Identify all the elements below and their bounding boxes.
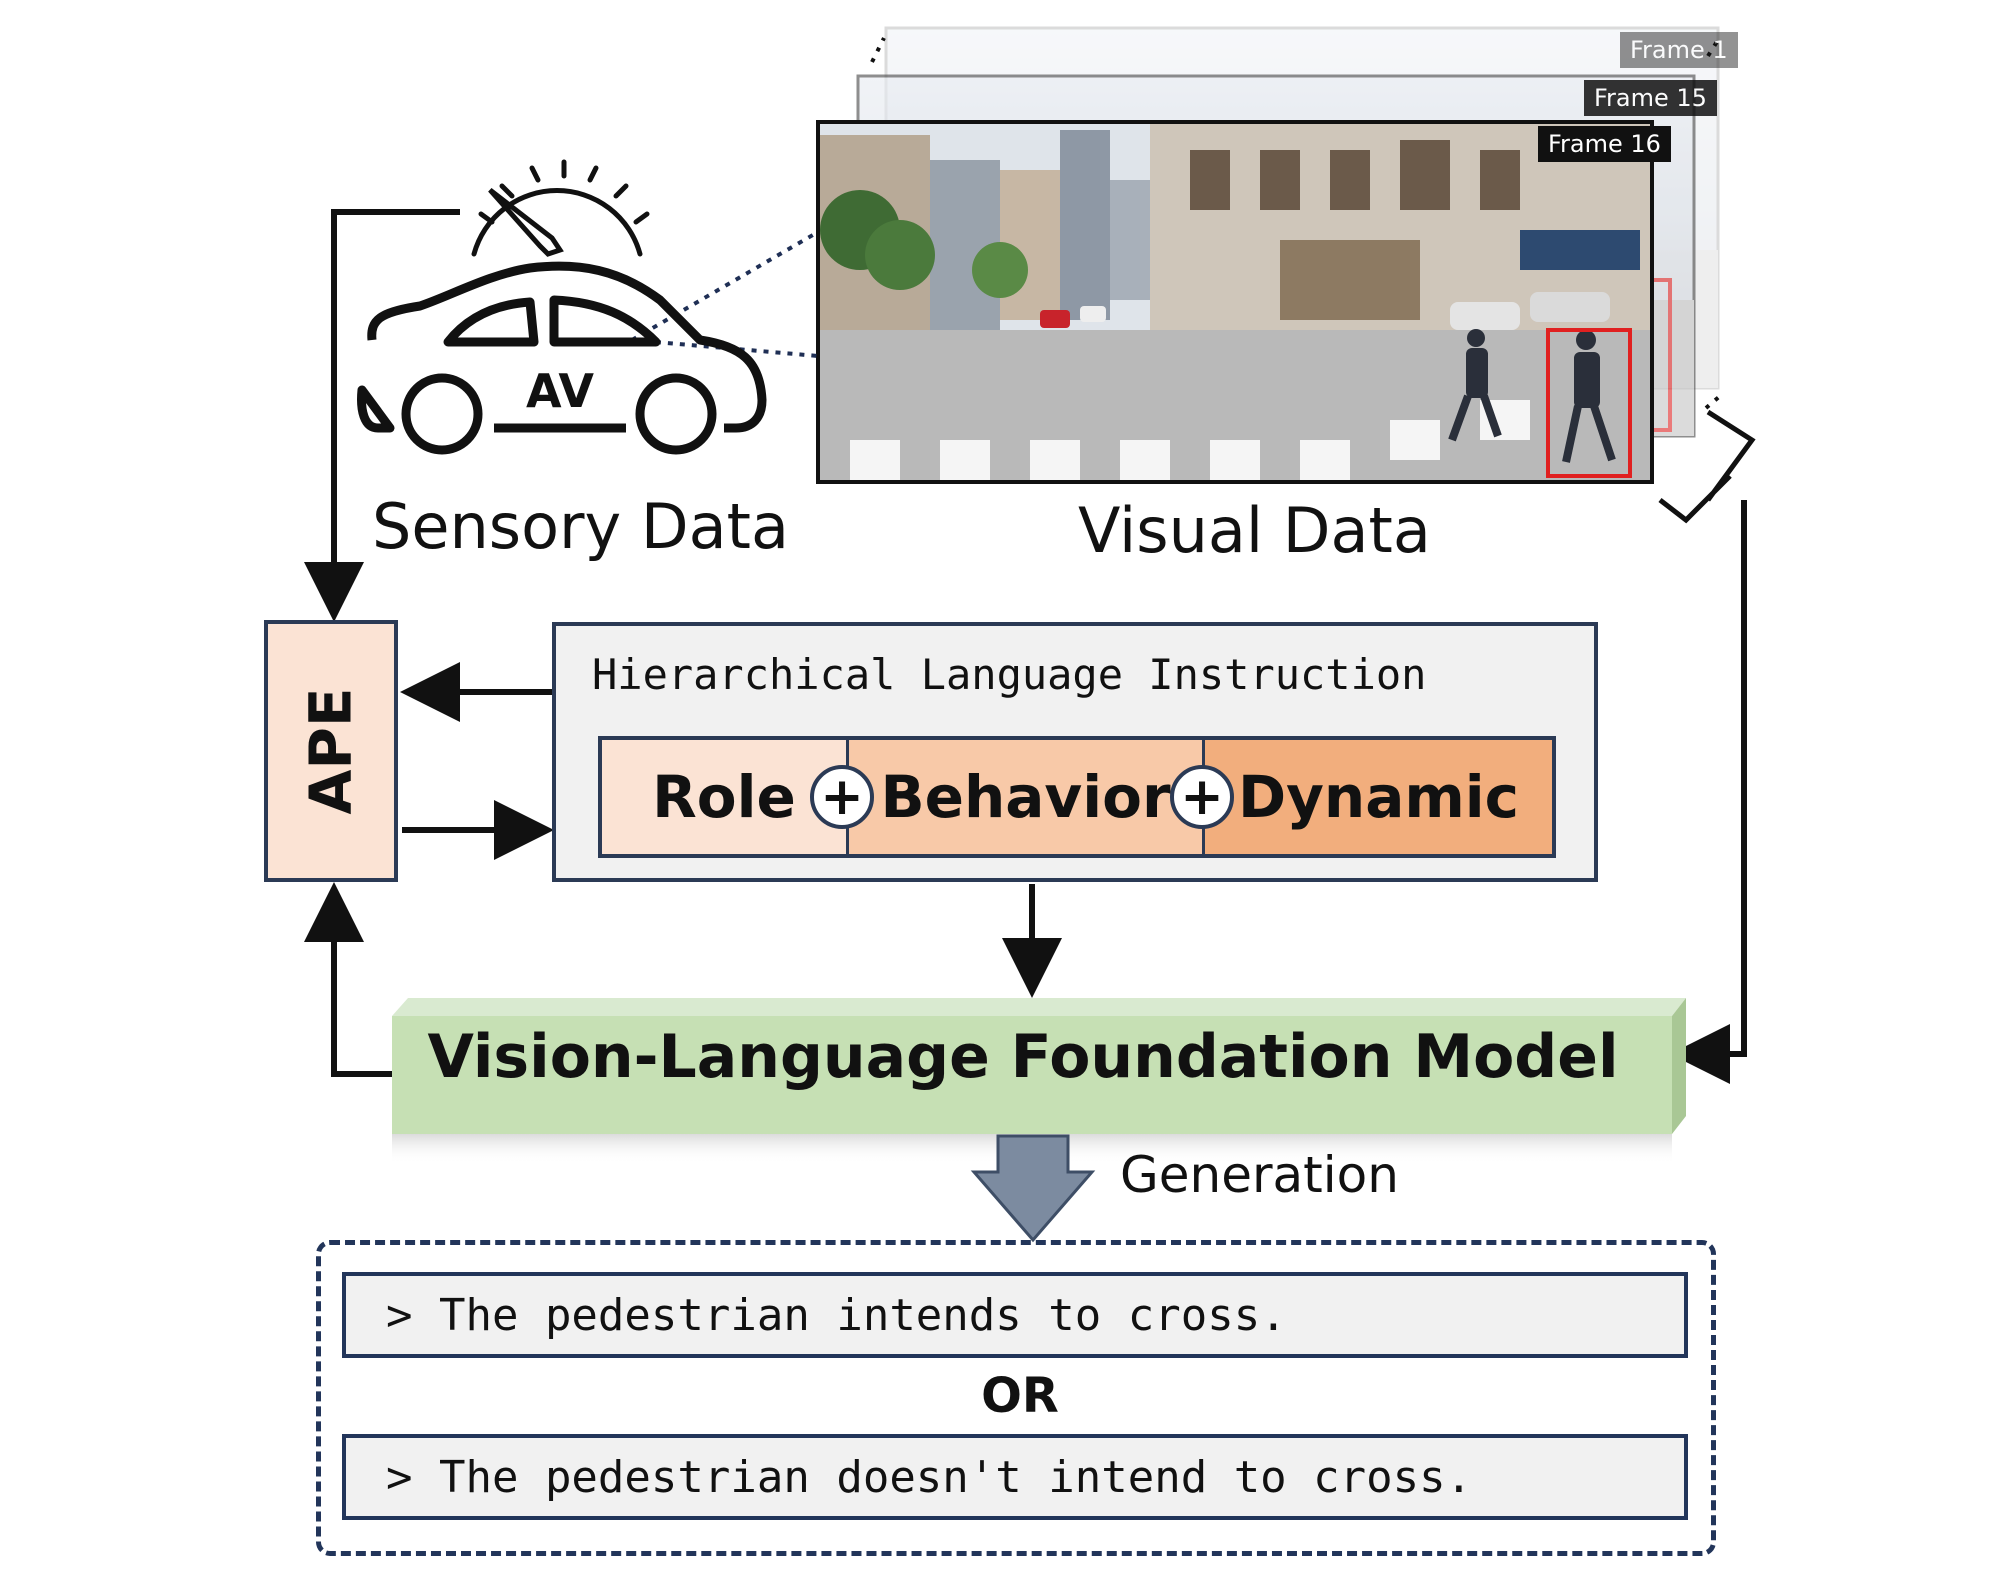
car-label: AV [525,364,595,418]
connectors [304,209,1747,1084]
segment-behavior: Behavior [846,740,1202,854]
visual-data-label: Visual Data [1078,494,1431,567]
speedometer-icon [471,159,650,257]
vlm-label: Vision-Language Foundation Model [427,1022,1619,1092]
generation-arrow [970,1134,1096,1243]
or-separator: OR [981,1368,1059,1424]
segment-role: Role [602,740,846,854]
output-option-not-intends: > The pedestrian doesn't intend to cross… [342,1434,1688,1520]
plus-icon: + [1170,765,1234,829]
frame-1-tag: Frame 1 [1620,32,1738,68]
frame-15-tag: Frame 15 [1584,80,1717,116]
frame-16 [816,120,1654,484]
instruction-title: Hierarchical Language Instruction [592,650,1427,699]
output-box [316,1240,1716,1556]
ape-label: APE [297,687,365,815]
ape-box [264,620,398,882]
frame-16-tag: Frame 16 [1538,126,1671,162]
car-icon [357,261,767,455]
frame-stack-dots [870,37,1722,410]
instruction-segments: Role Behavior Dynamic [598,736,1556,858]
segment-dynamic: Dynamic [1202,740,1552,854]
sensory-data-label: Sensory Data [372,490,789,563]
vlm-block [392,998,1686,1164]
frame-bracket [1658,409,1756,524]
output-option-intends: > The pedestrian intends to cross. [342,1272,1688,1358]
plus-icon: + [810,765,874,829]
ape-label-wrap: APE [264,620,398,882]
view-lines [630,230,820,358]
generation-label: Generation [1120,1146,1399,1204]
